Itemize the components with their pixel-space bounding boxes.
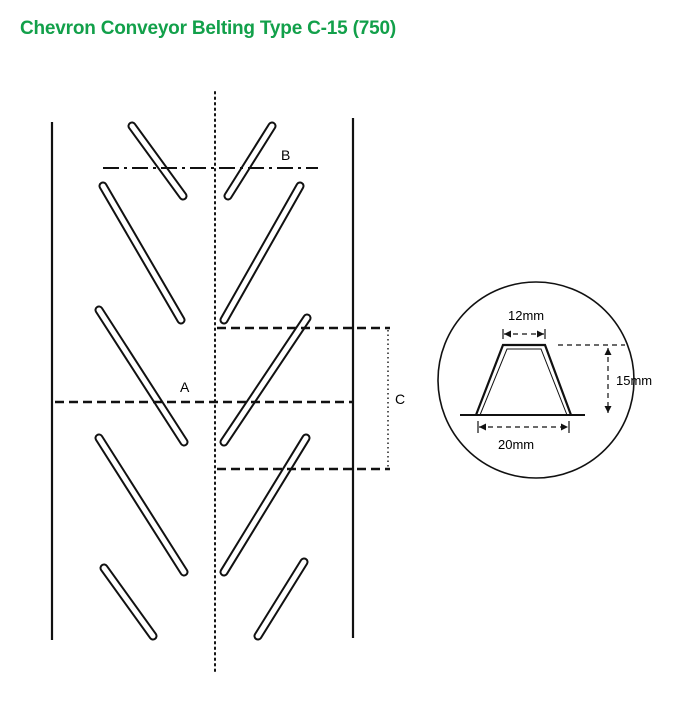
chevron-cleat	[98, 181, 186, 325]
chevron-cleat	[94, 433, 189, 577]
cleat-profile-detail: 12mm 15mm 20mm	[437, 281, 652, 479]
chevron-cleat	[219, 313, 312, 447]
label-a: A	[180, 379, 190, 395]
label-c: C	[395, 391, 405, 407]
page-title: Chevron Conveyor Belting Type C-15 (750)	[20, 18, 396, 39]
chevron-cleat	[219, 181, 305, 325]
chevron-cleats	[94, 121, 312, 641]
chevron-cleat	[253, 557, 309, 641]
profile-top-width: 12mm	[508, 308, 544, 323]
label-b: B	[281, 147, 290, 163]
profile-base-width: 20mm	[498, 437, 534, 452]
chevron-cleat	[223, 121, 277, 201]
chevron-cleat	[99, 563, 158, 641]
profile-height: 15mm	[616, 373, 652, 388]
chevron-cleat	[127, 121, 188, 201]
chevron-cleat	[94, 305, 189, 447]
chevron-cleat	[219, 433, 311, 577]
